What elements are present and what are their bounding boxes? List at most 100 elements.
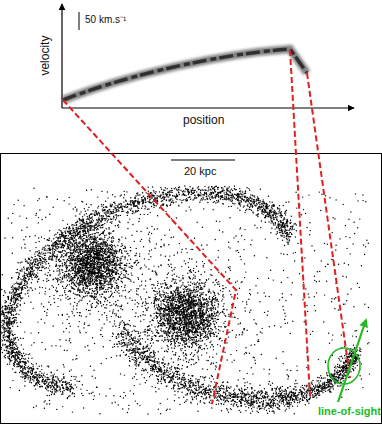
particle [58, 274, 59, 275]
particle [106, 304, 107, 305]
particle [116, 280, 117, 281]
particle [88, 277, 89, 278]
particle [107, 300, 108, 301]
particle [78, 294, 79, 295]
particle [115, 261, 116, 262]
particle [88, 310, 89, 311]
particle [93, 291, 94, 292]
particle [56, 270, 57, 271]
particle [108, 291, 109, 292]
particle [121, 306, 122, 307]
particle [89, 276, 90, 277]
particle [105, 289, 106, 290]
particle [121, 273, 122, 274]
particle [94, 259, 95, 260]
particle [124, 285, 125, 286]
particle [86, 240, 87, 241]
particle [125, 271, 126, 272]
particle [114, 313, 115, 314]
particle [123, 248, 124, 249]
particle [104, 252, 105, 253]
particle [74, 249, 75, 250]
particle [91, 260, 92, 261]
particle [88, 254, 89, 255]
particle [124, 258, 125, 259]
particle [112, 275, 113, 276]
particle [126, 263, 127, 264]
particle [67, 299, 68, 300]
particle [125, 276, 126, 277]
particle [93, 252, 94, 253]
particle [90, 275, 91, 276]
particle [109, 237, 110, 238]
particle [87, 241, 88, 242]
particle [106, 246, 107, 247]
particle [76, 280, 77, 281]
particle [89, 259, 90, 260]
particle [107, 240, 108, 241]
particle [53, 295, 54, 296]
particle [77, 279, 78, 280]
particle [114, 258, 115, 259]
particle [96, 232, 97, 233]
particle [237, 318, 238, 319]
particle [69, 252, 70, 253]
particle [137, 294, 138, 295]
particle [90, 237, 91, 238]
particle [113, 259, 114, 260]
particle [107, 265, 108, 266]
particle [109, 274, 110, 275]
particle [123, 274, 124, 275]
particle [163, 319, 164, 320]
particle [103, 242, 104, 243]
particle [82, 246, 83, 247]
particle [115, 301, 116, 302]
particle [48, 263, 49, 264]
particle [70, 249, 71, 250]
particle [100, 284, 101, 285]
particle [111, 271, 112, 272]
particle [81, 254, 82, 255]
particle [114, 253, 115, 254]
particle [79, 285, 80, 286]
particle [108, 247, 109, 248]
particle [99, 238, 100, 239]
particle [90, 246, 91, 247]
particle [90, 271, 91, 272]
particle [102, 271, 103, 272]
particle [73, 245, 74, 246]
particle [128, 274, 129, 275]
particle [91, 239, 92, 240]
particle [74, 271, 75, 272]
particle [77, 275, 78, 276]
particle [115, 290, 116, 291]
particle [95, 307, 96, 308]
particle [110, 269, 111, 270]
particle [66, 286, 67, 287]
particle [113, 267, 114, 268]
particle [124, 268, 125, 269]
particle [126, 212, 127, 213]
particle [77, 256, 78, 257]
particle [43, 247, 44, 248]
particle [125, 265, 126, 266]
particle [99, 272, 100, 273]
particle [113, 240, 114, 241]
particle [87, 250, 88, 251]
particle [100, 287, 101, 288]
particle [116, 257, 117, 258]
particle [69, 260, 70, 261]
particle [117, 257, 118, 258]
particle [106, 281, 107, 282]
particle [110, 279, 111, 280]
particle [92, 279, 93, 280]
particle [92, 273, 93, 274]
particle [91, 254, 92, 255]
particle [196, 352, 197, 353]
particle [79, 300, 80, 301]
particle [103, 287, 104, 288]
particle [85, 269, 86, 270]
particle [121, 271, 122, 272]
particle [113, 250, 114, 251]
particle [39, 292, 40, 293]
